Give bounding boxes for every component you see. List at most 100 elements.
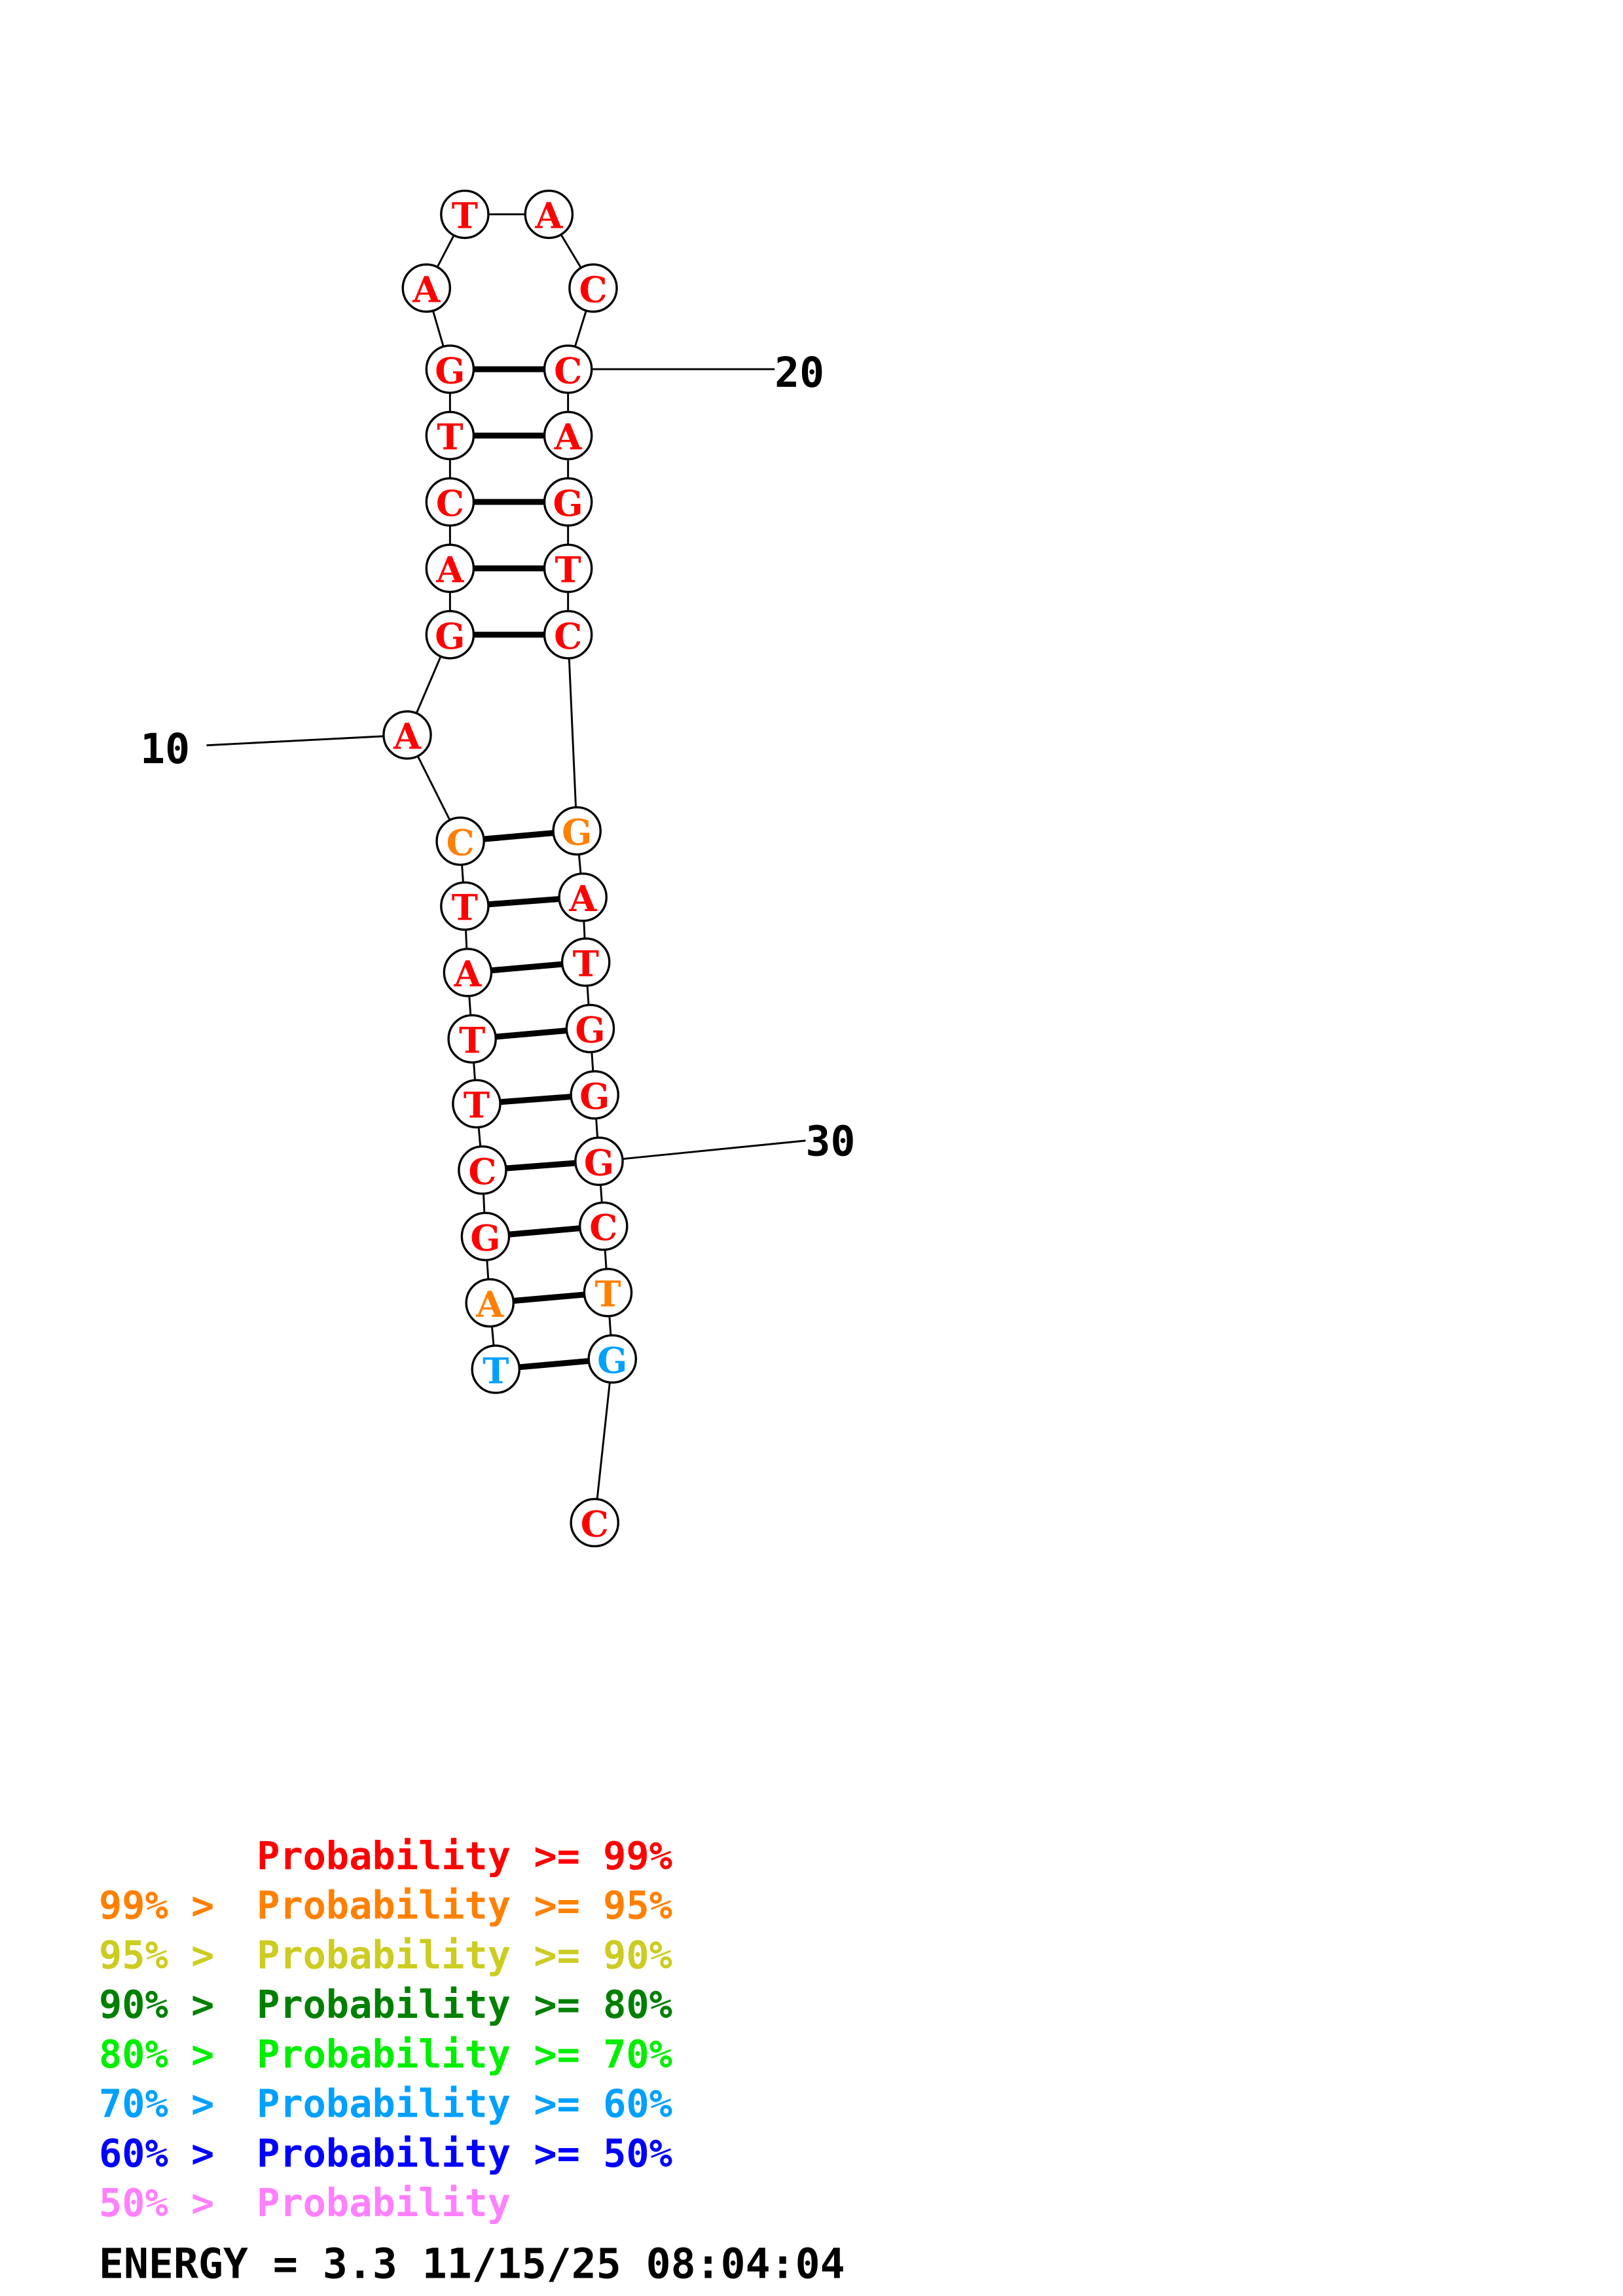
nucleotide: G <box>552 806 602 856</box>
nucleotide-letter: T <box>452 195 478 237</box>
backbone-segment <box>593 1359 613 1523</box>
nucleotide-letter: A <box>534 195 563 237</box>
nucleotide-circle <box>458 1145 507 1195</box>
nucleotide-circle <box>568 263 618 313</box>
nucleotide-letter: A <box>453 953 482 995</box>
legend-text: Probability >= 95% <box>257 1884 672 1928</box>
nucleotide-letter: T <box>437 416 463 458</box>
nucleotide-circle <box>452 1079 501 1129</box>
nucleotide-letter: G <box>575 1009 605 1051</box>
nucleotide-circle <box>425 543 475 594</box>
nucleotide: T <box>543 543 593 594</box>
nucleotide: C <box>543 344 593 394</box>
nucleotide-circle <box>447 1014 497 1064</box>
nucleotide: A <box>401 263 452 313</box>
nucleotide-letter: C <box>581 1503 609 1545</box>
legend-text: Probability >= 70% <box>257 2032 672 2077</box>
nucleotide-circle <box>543 344 593 394</box>
nucleotide-circle <box>552 806 602 856</box>
nucleotide-circle <box>583 1268 633 1318</box>
nucleotide-circle <box>565 1003 615 1054</box>
nucleotide: G <box>425 609 475 660</box>
nucleotide-circle <box>465 1278 515 1328</box>
nucleotide-circle <box>435 816 485 866</box>
nucleotide: T <box>440 881 490 931</box>
nucleotide: A <box>425 543 475 594</box>
nucleotide-circle <box>543 410 593 461</box>
nucleotide-circle <box>471 1344 520 1394</box>
legend-entry: Probability >= 99% <box>257 1834 672 1878</box>
nucleotide-letter: A <box>554 416 583 458</box>
nucleotide-circle <box>440 189 490 240</box>
nucleotide: C <box>425 477 475 527</box>
nucleotide-circle <box>425 477 475 527</box>
nucleotide-circle <box>570 1498 619 1548</box>
nucleotide: G <box>565 1003 615 1054</box>
nucleotide: A <box>465 1278 515 1328</box>
nucleotide-letter: G <box>584 1142 614 1184</box>
nucleotide-circle <box>574 1136 624 1187</box>
legend-prefix: 50% > <box>99 2181 238 2225</box>
nucleotide-letter: C <box>447 821 475 863</box>
nucleotide-letter: C <box>554 350 582 391</box>
nucleotide: T <box>425 410 475 461</box>
legend-prefix: 60% > <box>99 2131 238 2176</box>
legend-text: Probability >= 50% <box>257 2131 672 2176</box>
legend-prefix: 80% > <box>99 2032 238 2077</box>
nucleotide-letter: T <box>594 1273 621 1315</box>
nucleotide-letter: G <box>470 1217 500 1259</box>
nucleotide: T <box>452 1079 501 1129</box>
nucleotide-letter: A <box>412 268 441 310</box>
nucleotide: G <box>574 1136 624 1187</box>
nucleotide-circle <box>560 937 611 987</box>
nucleotide-letter: C <box>436 482 464 524</box>
nucleotide: C <box>570 1498 619 1548</box>
backbone <box>406 213 613 1523</box>
position-label: 10 <box>140 725 190 773</box>
nucleotide-letter: G <box>579 1075 610 1117</box>
legend-entry: 90% > Probability >= 80% <box>99 1982 672 2027</box>
nucleotide: T <box>583 1268 633 1318</box>
nucleotide: G <box>460 1211 511 1261</box>
nucleotide: A <box>524 189 574 240</box>
nucleotide: C <box>458 1145 507 1195</box>
nucleotide-letter: G <box>553 482 583 524</box>
nucleotide-letter: C <box>579 268 607 310</box>
nucleotide-circle <box>524 189 574 240</box>
nucleotide-letter: G <box>597 1340 627 1382</box>
legend-text: Probability <box>257 2181 511 2225</box>
legend-text: Probability >= 80% <box>257 1982 672 2027</box>
nucleotide-circle <box>443 948 493 997</box>
position-label-line <box>598 1139 806 1162</box>
nucleotide-letter: T <box>452 887 478 929</box>
legend-entry: 50% > Probability <box>99 2181 511 2225</box>
legend-entry: 99% > Probability >= 95% <box>99 1884 672 1928</box>
energy-footer: ENERGY = 3.3 11/15/25 08:04:04 <box>99 2239 845 2287</box>
nucleotide-letter: G <box>435 350 465 391</box>
nucleotide: G <box>543 477 593 527</box>
legend-entry: 80% > Probability >= 70% <box>99 2032 672 2077</box>
nucleotide-letter: G <box>435 615 465 657</box>
legend-entry: 70% > Probability >= 60% <box>99 2082 672 2126</box>
nucleotide-letter: G <box>562 812 592 853</box>
position-label-line <box>206 734 408 747</box>
legend-entry: 95% > Probability >= 90% <box>99 1933 672 1977</box>
nucleotide-letter: T <box>459 1019 485 1061</box>
nucleotide: G <box>570 1070 619 1120</box>
nucleotide: T <box>447 1014 497 1064</box>
nucleotide-letter: T <box>555 549 581 591</box>
nucleotide-letter: T <box>464 1085 490 1126</box>
probability-legend: Probability >= 99% 99% > Probability >= 9… <box>99 1834 672 2225</box>
nucleotide-circle <box>543 609 593 660</box>
nucleotide: G <box>587 1334 638 1384</box>
nucleotide: A <box>543 410 593 461</box>
nucleotide-letter: C <box>589 1207 617 1249</box>
nucleotide-letter: A <box>435 549 464 591</box>
legend-prefix: 70% > <box>99 2082 238 2126</box>
nucleotide: C <box>543 609 593 660</box>
nucleotide: T <box>560 937 611 987</box>
nucleotide-circle <box>543 543 593 594</box>
legend-text: Probability >= 90% <box>257 1933 672 1977</box>
nucleotide-circle <box>425 410 475 461</box>
nucleotide-letter: A <box>393 715 422 757</box>
